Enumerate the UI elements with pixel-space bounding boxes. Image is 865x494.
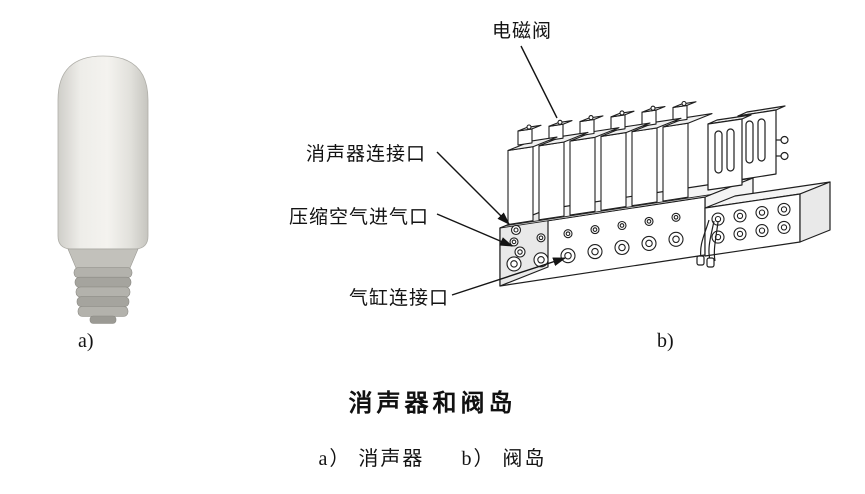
callout-label-air-inlet: 压缩空气进气口 bbox=[289, 207, 430, 228]
solenoid-valve-line bbox=[520, 45, 558, 119]
callout-label-cylinder-port: 气缸连接口 bbox=[349, 288, 450, 309]
plate-slot bbox=[726, 128, 735, 172]
io-port bbox=[733, 227, 747, 241]
slotted-plates bbox=[707, 105, 789, 191]
left-end-fittings bbox=[510, 224, 526, 258]
muffler-illustration bbox=[57, 55, 149, 324]
callout-lines bbox=[436, 45, 567, 296]
figure-legend: a） 消声器 b） 阀岛 bbox=[0, 442, 865, 471]
air-inlet-arrow bbox=[436, 213, 514, 247]
plate-slot bbox=[745, 120, 754, 164]
muffler-port-arrow bbox=[436, 151, 510, 225]
valve-island-illustration bbox=[499, 100, 831, 287]
wires bbox=[696, 219, 719, 268]
wire-connector bbox=[706, 257, 715, 268]
muffler-body bbox=[57, 55, 149, 250]
muffler-tip bbox=[89, 315, 117, 324]
plate-connector bbox=[780, 135, 789, 145]
muffler-shoulder bbox=[67, 248, 139, 269]
cylinder-port-arrow bbox=[451, 257, 567, 296]
figure-caption: 消声器和阀岛 bbox=[348, 391, 517, 417]
plate-connector bbox=[780, 151, 789, 161]
io-port bbox=[755, 224, 769, 238]
callout-label-solenoid-valve: 电磁阀 bbox=[492, 21, 553, 42]
plate-slot bbox=[757, 118, 766, 162]
plate-slot bbox=[714, 130, 723, 174]
io-port bbox=[755, 206, 769, 220]
io-port bbox=[711, 230, 725, 244]
panel-a-label: a) bbox=[78, 330, 94, 352]
wire-connector bbox=[696, 255, 705, 266]
io-port bbox=[777, 202, 791, 216]
right-io-block bbox=[704, 181, 831, 257]
panel-b-label: b) bbox=[657, 330, 674, 352]
io-port bbox=[777, 220, 791, 234]
io-port bbox=[733, 209, 747, 223]
muffler-threads bbox=[73, 267, 133, 317]
legend-item-b: b） 阀岛 bbox=[461, 448, 547, 470]
callout-label-muffler-port: 消声器连接口 bbox=[306, 144, 427, 165]
legend-item-a: a） 消声器 bbox=[318, 448, 425, 470]
